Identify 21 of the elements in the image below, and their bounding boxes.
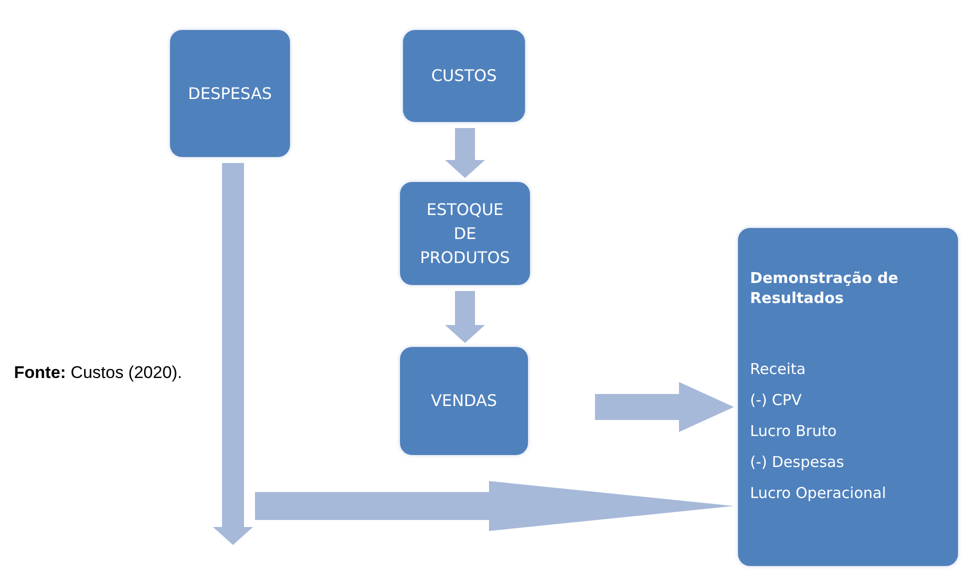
list-item: Lucro Operacional: [750, 484, 886, 503]
block-arrow: [255, 481, 734, 531]
list-item: Lucro Bruto: [750, 422, 837, 441]
process-box: [738, 228, 958, 566]
block-arrow: [213, 163, 253, 545]
list-item: (-) CPV: [750, 391, 802, 410]
box-label: ESTOQUE DE PRODUTOS: [419, 198, 511, 268]
block-arrow: [445, 128, 485, 178]
process-box: [400, 182, 530, 285]
box-label: VENDAS: [430, 390, 498, 412]
caption: Fonte: Custos (2020).: [14, 362, 182, 384]
process-box: [403, 30, 525, 122]
list-item: (-) Despesas: [750, 453, 844, 472]
box-label: DESPESAS: [188, 82, 272, 104]
process-box: [400, 347, 528, 455]
box-label: CUSTOS: [431, 65, 497, 87]
block-arrow: [445, 291, 485, 343]
box-heading: Demonstração de Resultados: [750, 268, 900, 308]
list-item: Receita: [750, 360, 806, 379]
process-box: [170, 30, 290, 157]
block-arrow: [595, 382, 734, 432]
